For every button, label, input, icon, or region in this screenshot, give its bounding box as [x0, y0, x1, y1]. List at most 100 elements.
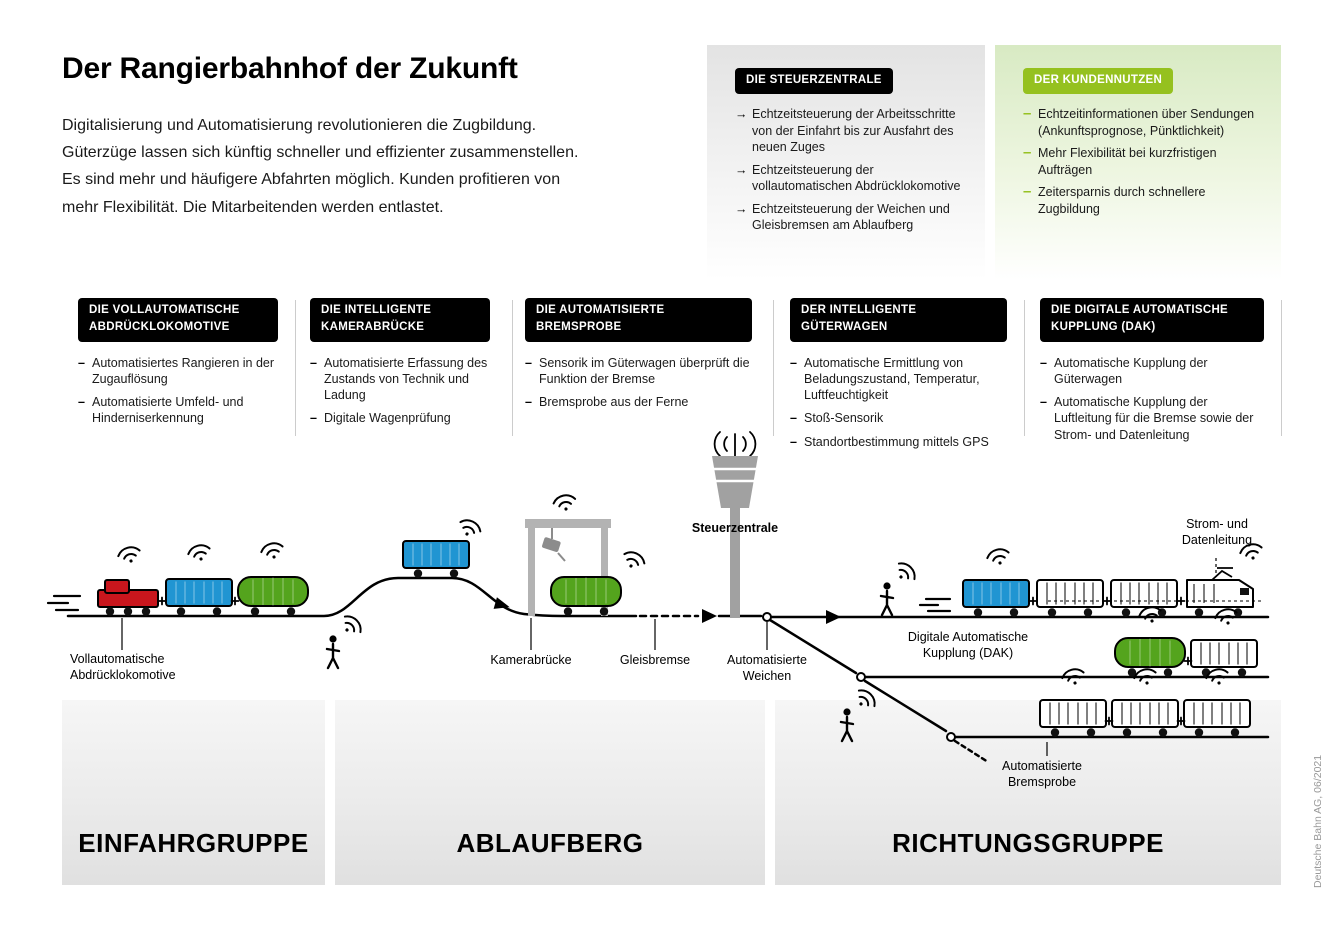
freight-wagon-white: [1110, 579, 1178, 618]
freight-wagon-green: [1114, 637, 1186, 678]
column-divider: [512, 300, 513, 436]
label-weichen: Automatisierte Weichen: [727, 653, 807, 683]
freight-wagon-green: [237, 576, 309, 617]
label-dak: Digitale Automatische Kupplung (DAK): [907, 630, 1029, 660]
kundennutzen-list: Echtzeitinformationen über Sendungen (An…: [1023, 106, 1269, 217]
list-item: Automatisiertes Rangieren in der Zugaufl…: [78, 355, 278, 388]
zone-ablaufberg: ABLAUFBERG: [335, 700, 765, 885]
track-direction-arrows: [493, 597, 841, 624]
kundennutzen-box: DER KUNDENNUTZEN Echtzeitinformationen ü…: [995, 45, 1281, 280]
train-track-2: [1114, 637, 1258, 678]
feature-column-bremsprobe: DIE AUTOMATISIERTE BREMSPROBE Sensorik i…: [525, 298, 752, 417]
wifi-icon: [115, 543, 144, 567]
zone-richtungsgruppe: RICHTUNGSGRUPPE: [775, 700, 1281, 885]
list-item: Automatisierte Erfassung des Zustands vo…: [310, 355, 490, 404]
wifi-icon: [891, 558, 920, 587]
list-item: Automatische Ermittlung von Beladungszus…: [790, 355, 1007, 404]
label-abdruecklokomotive: Vollautomatische Abdrücklokomotive: [70, 652, 176, 682]
list-item: Echtzeitsteuerung der Arbeitsschritte vo…: [735, 106, 973, 156]
wifi-icon: [185, 541, 214, 565]
list-item: Automatisierte Umfeld- und Hinderniserke…: [78, 394, 278, 427]
label-bremsprobe: Automatisierte Bremsprobe: [1002, 759, 1082, 789]
feature-list: Sensorik im Güterwagen überprüft die Fun…: [525, 355, 752, 411]
steuerzentrale-badge: DIE STEUERZENTRALE: [735, 68, 893, 95]
wifi-icon: [1212, 605, 1241, 629]
feature-list: Automatisiertes Rangieren in der Zugaufl…: [78, 355, 278, 427]
list-item: Zeitersparnis durch schnellere Zugbildun…: [1023, 184, 1269, 217]
feature-column-dak: DIE DIGITALE AUTOMATISCHE KUPPLUNG (DAK)…: [1040, 298, 1264, 450]
steuerzentrale-list: Echtzeitsteuerung der Arbeitsschritte vo…: [735, 106, 973, 234]
feature-column-abdruecklokomotive: DIE VOLLAUTOMATISCHE ABDRÜCKLOKOMOTIVE A…: [78, 298, 278, 434]
feature-list: Automatisierte Erfassung des Zustands vo…: [310, 355, 490, 427]
shunting-locomotive-red: [97, 579, 159, 617]
feature-column-kamerabruecke: DIE INTELLIGENTE KAMERABRÜCKE Automatisi…: [310, 298, 490, 434]
wifi-icon: [455, 515, 484, 542]
kundennutzen-badge: DER KUNDENNUTZEN: [1023, 68, 1174, 95]
coupling-icon: [1183, 656, 1193, 666]
wifi-icon: [1136, 603, 1165, 627]
feature-badge: DIE INTELLIGENTE KAMERABRÜCKE: [310, 298, 490, 342]
list-item: Stoß-Sensorik: [790, 410, 1007, 426]
list-item: Echtzeitinformationen über Sendungen (An…: [1023, 106, 1269, 139]
label-kamerabruecke: Kamerabrücke: [490, 653, 572, 667]
feature-badge: DIE AUTOMATISIERTE BREMSPROBE: [525, 298, 752, 342]
coupling-icon: [157, 596, 167, 606]
list-item: Standortbestimmung mittels GPS: [790, 434, 1007, 450]
electric-locomotive-white: [1186, 567, 1254, 618]
wifi-icon: [1131, 665, 1160, 689]
wifi-icon: [1203, 665, 1232, 689]
zone-einfahrgruppe: EINFAHRGRUPPE: [62, 700, 325, 885]
coupling-icon: [1028, 596, 1038, 606]
motion-dashes: [46, 594, 952, 613]
wifi-icon: [984, 545, 1013, 569]
feature-list: Automatische Ermittlung von Beladungszus…: [790, 355, 1007, 450]
column-divider: [773, 300, 774, 436]
wifi-icon: [551, 492, 579, 514]
coupling-icon: [1102, 596, 1112, 606]
freight-wagon-blue: [165, 578, 233, 617]
list-item: Bremsprobe aus der Ferne: [525, 394, 752, 410]
freight-wagon-blue: [962, 579, 1030, 618]
coupling-icon: [230, 596, 240, 606]
wifi-icon: [1059, 665, 1088, 689]
feature-badge: DER INTELLIGENTE GÜTERWAGEN: [790, 298, 1007, 342]
camera-bridge: [525, 519, 611, 616]
list-item: Echtzeitsteuerung der Weichen und Gleisb…: [735, 201, 973, 234]
label-strom-datenleitung: Strom- und Datenleitung: [1181, 517, 1253, 547]
track-main-right: [717, 614, 1270, 619]
power-data-line: [1048, 558, 1262, 602]
antenna-icon: [713, 431, 757, 457]
list-item: Automatische Kupplung der Luftleitung fü…: [1040, 394, 1264, 443]
wifi-icon: [258, 539, 287, 563]
camera-icon: [542, 537, 561, 552]
wifi-icon: [337, 611, 366, 640]
freight-wagon-white: [1190, 639, 1258, 678]
freight-wagon-blue-hump: [402, 540, 470, 579]
label-gleisbremse: Gleisbremse: [619, 653, 691, 667]
zone-label: EINFAHRGRUPPE: [78, 828, 309, 858]
column-divider: [1024, 300, 1025, 436]
intro-text: Digitalisierung und Automatisierung revo…: [62, 117, 579, 216]
list-item: Automatische Kupplung der Güterwagen: [1040, 355, 1264, 388]
freight-wagon-green-bridge: [550, 576, 622, 617]
coupling-icon: [1176, 596, 1186, 606]
feature-column-gueterwagen: DER INTELLIGENTE GÜTERWAGEN Automatische…: [790, 298, 1007, 457]
wifi-icon: [619, 547, 648, 574]
zone-label: RICHTUNGSGRUPPE: [892, 828, 1164, 858]
list-item: Digitale Wagenprüfung: [310, 410, 490, 426]
feature-badge: DIE VOLLAUTOMATISCHE ABDRÜCKLOKOMOTIVE: [78, 298, 278, 342]
feature-list: Automatische Kupplung der Güterwagen Aut…: [1040, 355, 1264, 443]
credit-text: Deutsche Bahn AG, 06/2021: [1312, 754, 1324, 888]
column-divider: [295, 300, 296, 436]
train-einfahrgruppe: [97, 576, 309, 617]
list-item: Echtzeitsteuerung der vollautomatischen …: [735, 162, 973, 195]
list-item: Sensorik im Güterwagen überprüft die Fun…: [525, 355, 752, 388]
list-item: Mehr Flexibilität bei kurzfristigen Auft…: [1023, 145, 1269, 178]
feature-badge: DIE DIGITALE AUTOMATISCHE KUPPLUNG (DAK): [1040, 298, 1264, 342]
worker-figure: [879, 581, 895, 617]
track-einfahrgruppe: [66, 576, 638, 618]
worker-figure: [325, 634, 341, 670]
page-title: Der Rangierbahnhof der Zukunft: [62, 52, 518, 85]
steuerzentrale-box: DIE STEUERZENTRALE Echtzeitsteuerung der…: [707, 45, 985, 280]
